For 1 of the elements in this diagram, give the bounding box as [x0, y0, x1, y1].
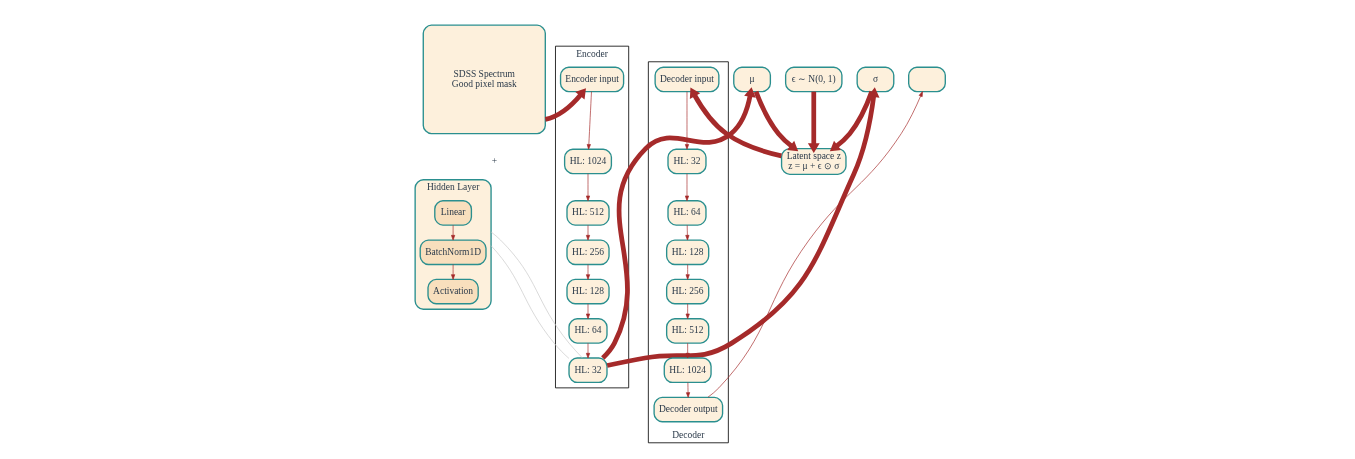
label: +	[491, 155, 498, 166]
